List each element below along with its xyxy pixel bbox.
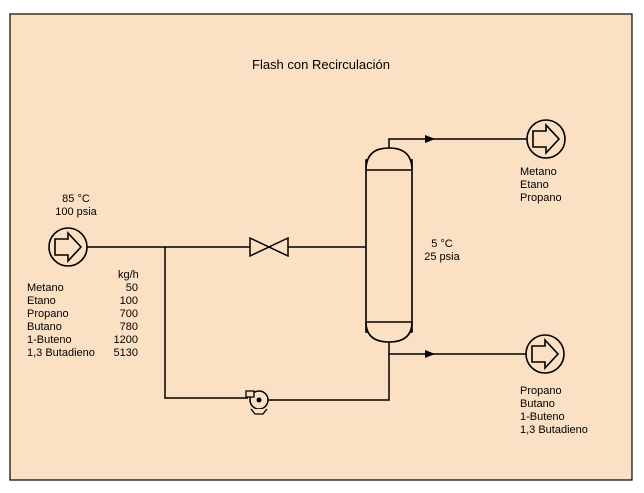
flash-conditions: 5 °C 25 psia bbox=[414, 238, 470, 264]
component-value: 780 bbox=[119, 321, 138, 333]
component-name: Metano bbox=[27, 282, 64, 294]
liquid-product-icon[interactable] bbox=[525, 334, 565, 374]
vapor-component: Etano bbox=[520, 179, 549, 191]
liquid-component: Propano bbox=[520, 385, 562, 397]
vapor-outlet-pipe bbox=[388, 135, 435, 148]
flash-temperature: 5 °C bbox=[431, 238, 453, 250]
feed-temperature: 85 °C bbox=[62, 193, 90, 205]
flash-drum-icon[interactable] bbox=[365, 147, 413, 343]
vapor-component: Propano bbox=[520, 192, 562, 204]
vapor-product-components: Metano Etano Propano bbox=[520, 166, 562, 205]
component-value: 700 bbox=[119, 308, 138, 320]
liquid-component: 1-Buteno bbox=[520, 411, 565, 423]
feed-component-names: Metano Etano Propano Butano 1-Buteno 1,3… bbox=[27, 282, 95, 360]
component-value: 50 bbox=[125, 282, 138, 294]
pump-icon[interactable] bbox=[245, 390, 269, 415]
feed-units: kg/h bbox=[118, 269, 139, 281]
feed-pressure: 100 psia bbox=[55, 206, 97, 218]
feed-conditions: 85 °C 100 psia bbox=[44, 193, 108, 219]
liquid-component: Butano bbox=[520, 398, 555, 410]
feed-component-values: 50 100 700 780 1200 5130 bbox=[100, 282, 138, 360]
component-name: Propano bbox=[27, 308, 69, 320]
feed-stream-icon[interactable] bbox=[48, 227, 88, 267]
component-name: Butano bbox=[27, 321, 62, 333]
recycle-pipe-return bbox=[164, 247, 248, 399]
liquid-component: 1,3 Butadieno bbox=[520, 424, 588, 436]
vapor-component: Metano bbox=[520, 166, 557, 178]
component-value: 1200 bbox=[113, 334, 138, 346]
component-name: 1-Buteno bbox=[27, 334, 72, 346]
flash-pressure: 25 psia bbox=[424, 251, 460, 263]
diagram-title: Flash con Recirculación bbox=[252, 57, 391, 72]
component-value: 5130 bbox=[113, 347, 138, 359]
component-name: 1,3 Butadieno bbox=[27, 347, 95, 359]
liquid-product-components: Propano Butano 1-Buteno 1,3 Butadieno bbox=[520, 385, 588, 437]
recycle-pipe-from-drum bbox=[268, 354, 390, 401]
vapor-product-icon[interactable] bbox=[526, 119, 566, 159]
component-value: 100 bbox=[119, 295, 138, 307]
component-name: Etano bbox=[27, 295, 56, 307]
